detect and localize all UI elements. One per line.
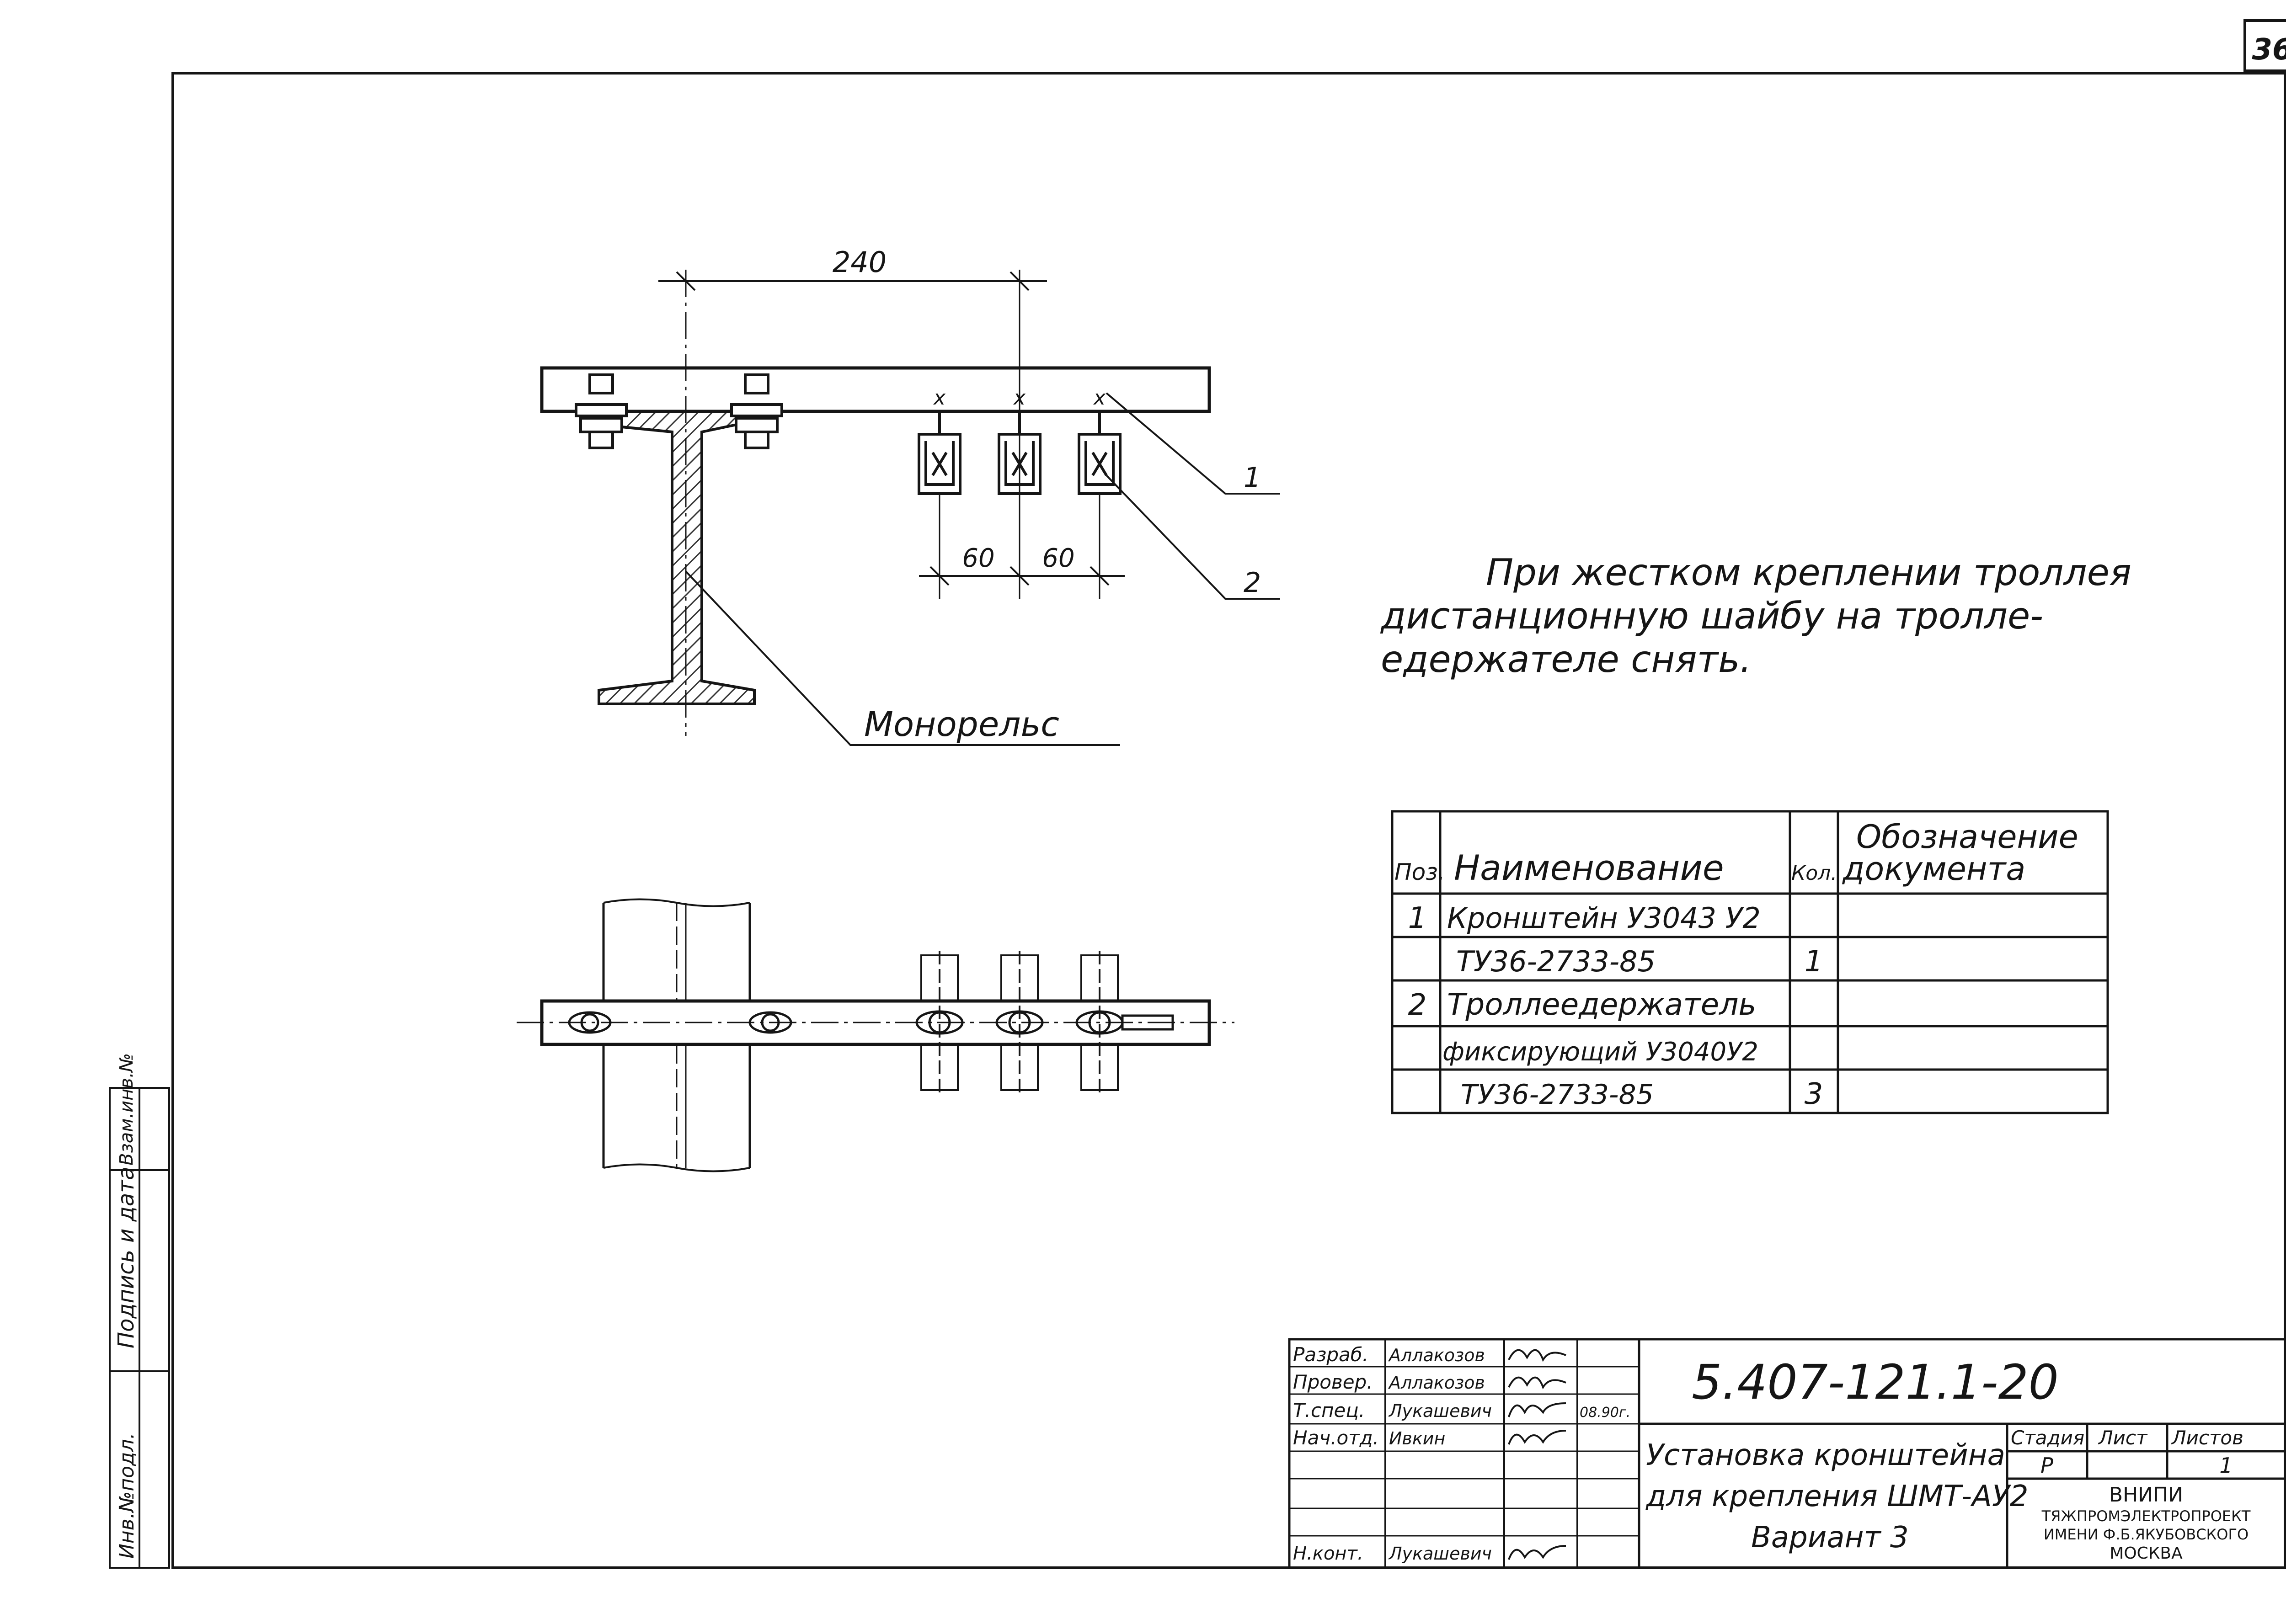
dimension-60-60 — [919, 566, 1125, 586]
callout-2: 2 — [1244, 567, 1261, 599]
row-2-name: ТУ36-2733-85 — [1456, 945, 1656, 978]
sheet-frame — [171, 72, 2286, 1569]
trolley-holder-1 — [918, 411, 961, 495]
sheet-number: 36 — [2252, 33, 2286, 67]
role-2: Провер. — [1293, 1371, 1373, 1393]
dimension-left-pitch: 60 — [962, 543, 994, 573]
side-stamp — [109, 1087, 170, 1569]
role-2-name: Аллакозов — [1388, 1373, 1485, 1393]
x-mark-3: x — [1093, 386, 1106, 410]
org-line-4: МОСКВА — [2110, 1544, 2183, 1563]
role-1-name: Аллакозов — [1388, 1345, 1485, 1365]
header-name: Наименование — [1454, 847, 1724, 888]
side-stamp-signature: Подпись и дата — [113, 1166, 139, 1348]
parts-table-rows: 1 Кронштейн У3043 У2 ТУ36-2733-85 1 2 Тр… — [1408, 901, 1823, 1111]
x-mark-2: x — [1013, 386, 1026, 410]
dimension-240 — [658, 271, 1047, 291]
header-qty: Кол. — [1791, 862, 1837, 885]
trolley-holder-3 — [1078, 411, 1122, 495]
plan-view — [517, 898, 1234, 1172]
role-5-name: Лукашевич — [1388, 1544, 1492, 1564]
title-line-1: Установка кронштейна — [1646, 1438, 2005, 1472]
role-4: Нач.отд. — [1293, 1427, 1379, 1449]
row-3-pos: 2 — [1408, 988, 1427, 1022]
sheet-number-box: 36 — [2243, 19, 2286, 72]
row-2-qty: 1 — [1805, 945, 1823, 979]
title-line-2: для крепления ШМТ-АУ2 — [1645, 1480, 2028, 1513]
note-line-1: При жестком креплении троллея — [1486, 551, 2131, 594]
bracket-bar — [540, 366, 1211, 413]
dimension-right-pitch: 60 — [1042, 543, 1074, 573]
monorail-label: Монорельс — [864, 705, 1059, 744]
note-line-3: едержателе снять. — [1381, 638, 1752, 681]
role-3-name: Лукашевич — [1388, 1401, 1492, 1421]
title-line-3: Вариант 3 — [1751, 1521, 1909, 1555]
role-5: Н.конт. — [1293, 1543, 1363, 1564]
document-designation: 5.407-121.1-20 — [1692, 1354, 2059, 1410]
org-line-1: ВНИПИ — [2109, 1483, 2183, 1507]
note-line-2: дистанционную шайбу на тролле- — [1380, 595, 2043, 637]
org-line-3: ИМЕНИ Ф.Б.ЯКУБОВСКОГО — [2044, 1526, 2249, 1543]
row-5-name: ТУ36-2733-85 — [1461, 1079, 1654, 1111]
dimension-top-label: 240 — [833, 245, 887, 279]
role-3: Т.спец. — [1293, 1399, 1365, 1422]
parts-table-header: Поз. Наименование Кол. Обозначение докум… — [1394, 818, 2078, 888]
stage-header: Стадия — [2011, 1427, 2084, 1449]
x-mark-1: x — [933, 386, 946, 410]
bolt-left — [575, 373, 628, 449]
sheets-value: 1 — [2219, 1453, 2233, 1478]
row-1-pos: 1 — [1408, 901, 1427, 935]
section-view: 240 60 60 x x x 1 2 Монорельс — [540, 245, 1280, 746]
row-4-name: фиксирующий У3040У2 — [1442, 1037, 1758, 1067]
stage-value: Р — [2040, 1453, 2053, 1478]
leader-2 — [1106, 474, 1280, 600]
org-line-2: ТЯЖПРОМЭЛЕКТРОПРОЕКТ — [2041, 1507, 2251, 1525]
bolt-right — [730, 373, 783, 449]
leader-monorail — [685, 570, 1120, 746]
installation-note: При жестком креплении троллея дистанцион… — [1380, 551, 2131, 681]
row-5-qty: 3 — [1805, 1077, 1823, 1111]
side-stamp-replace: Взам.инв.№ — [116, 1053, 137, 1166]
sheet-header: Лист — [2098, 1427, 2148, 1449]
monorail-ibeam — [579, 410, 756, 705]
header-pos: Поз. — [1394, 859, 1445, 885]
signatures — [1508, 1349, 1566, 1560]
role-3-date: 08.90г. — [1580, 1405, 1630, 1421]
header-doc-line2: документа — [1842, 850, 2025, 888]
row-1-name: Кронштейн У3043 У2 — [1447, 901, 1761, 935]
title-block-roles: Разраб. Аллакозов Провер. Аллакозов Т.сп… — [1293, 1343, 1630, 1564]
row-3-name: Троллеедержатель — [1447, 987, 1756, 1022]
header-doc-line1: Обозначение — [1856, 818, 2078, 856]
parts-table — [1391, 810, 2109, 1114]
sheets-header: Листов — [2171, 1427, 2243, 1449]
leader-1 — [1106, 392, 1280, 495]
role-1: Разраб. — [1293, 1343, 1368, 1366]
side-stamp-inv-no: Инв.№подл. — [115, 1432, 139, 1559]
title-block — [1288, 1338, 2286, 1569]
role-4-name: Ивкин — [1389, 1428, 1445, 1448]
callout-1: 1 — [1244, 462, 1261, 494]
